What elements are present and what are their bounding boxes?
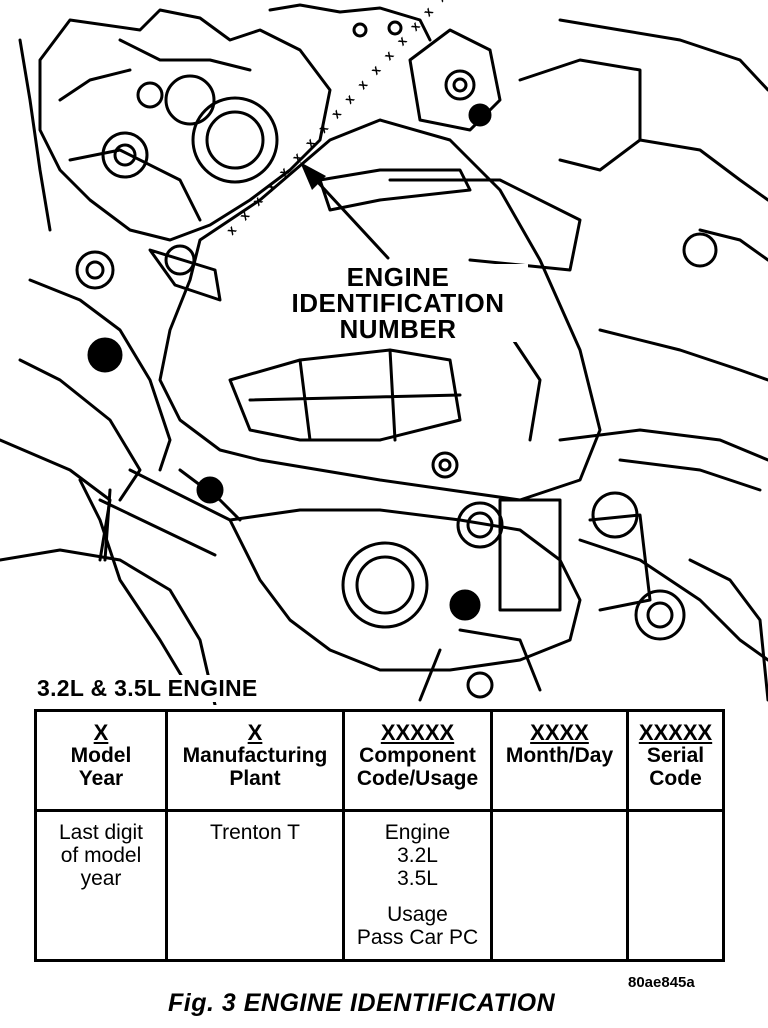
code-serial: XXXXX xyxy=(638,720,713,745)
header-text: Manufacturing xyxy=(182,744,328,767)
code-month-day: XXXX xyxy=(530,720,589,745)
cell-text: 3.2L xyxy=(397,844,438,867)
cell-component: Engine 3.2L 3.5L Usage Pass Car PC xyxy=(342,809,493,962)
cell-text: Pass Car PC xyxy=(356,926,479,949)
cell-month-day xyxy=(490,809,629,962)
header-text: Month/Day xyxy=(505,744,614,767)
header-month-day: XXXX Month/Day xyxy=(490,709,629,812)
cell-text: 3.5L xyxy=(397,867,438,890)
engine-id-table: X Model Year X Manufacturing Plant XXXXX… xyxy=(34,709,725,962)
engine-id-callout: ENGINE IDENTIFICATION NUMBER xyxy=(268,264,528,342)
code-plant: X xyxy=(247,720,263,745)
callout-line-1: ENGINE xyxy=(268,264,528,290)
cell-text: Engine xyxy=(384,821,451,844)
header-text: Code xyxy=(649,767,702,790)
cell-plant: Trenton T xyxy=(165,809,345,962)
table-header-row: X Model Year X Manufacturing Plant XXXXX… xyxy=(34,709,725,812)
code-component: XXXXX xyxy=(380,720,455,745)
cell-serial xyxy=(626,809,725,962)
header-text: Serial xyxy=(646,744,705,767)
header-plant: X Manufacturing Plant xyxy=(165,709,345,812)
header-text: Year xyxy=(78,767,124,790)
engine-title: 3.2L & 3.5L ENGINE xyxy=(37,675,264,702)
table-row: Last digit of model year Trenton T Engin… xyxy=(34,809,725,962)
cell-text: Last digit xyxy=(58,821,144,844)
header-text: Component xyxy=(359,744,476,767)
cell-text: Usage xyxy=(387,903,448,926)
header-serial: XXXXX Serial Code xyxy=(626,709,725,812)
figure-caption: Fig. 3 ENGINE IDENTIFICATION xyxy=(168,989,556,1017)
cell-text: of model xyxy=(60,844,142,867)
header-text: Model xyxy=(70,744,132,767)
engine-illustration: x x x x x x x x x x x x x x x x x x x x xyxy=(0,0,768,705)
cell-text: year xyxy=(80,867,122,890)
header-model-year: X Model Year xyxy=(34,709,168,812)
cell-text: Trenton T xyxy=(210,821,300,844)
callout-line-3: NUMBER xyxy=(268,316,528,342)
callout-line-2: IDENTIFICATION xyxy=(268,290,528,316)
code-model-year: X xyxy=(93,720,109,745)
header-component: XXXXX Component Code/Usage xyxy=(342,709,493,812)
cell-model-year: Last digit of model year xyxy=(34,809,168,962)
header-text: Code/Usage xyxy=(356,767,479,790)
figure-id: 80ae845a xyxy=(628,974,695,991)
header-text: Plant xyxy=(229,767,281,790)
